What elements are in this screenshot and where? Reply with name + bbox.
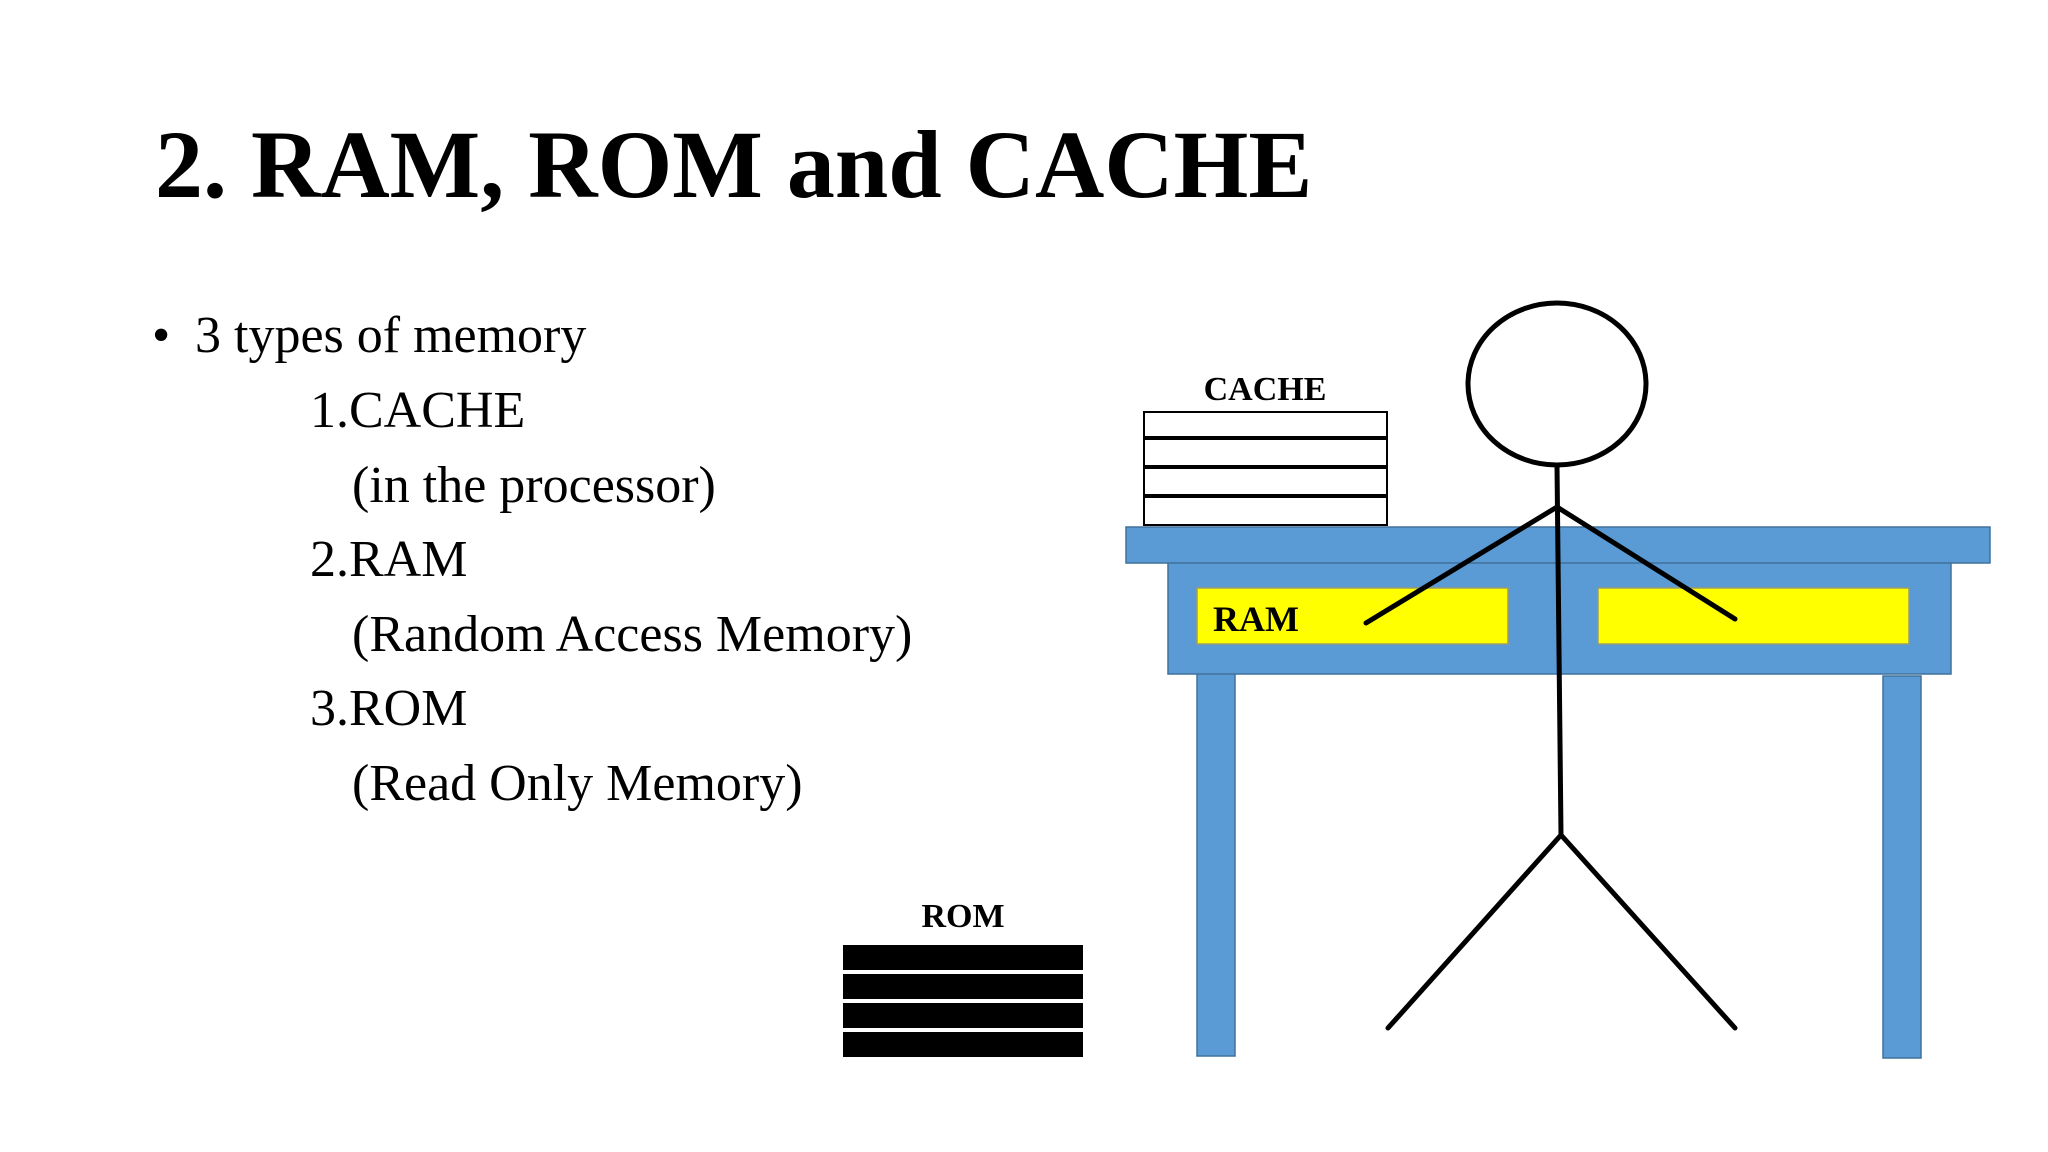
rom-book <box>843 1003 1083 1028</box>
desk: RAM <box>1125 526 1991 1059</box>
desk-leg-right <box>1882 675 1922 1059</box>
stick-figure-left-leg <box>1385 832 1564 1031</box>
item-cache-note: (in the processor) <box>352 457 716 514</box>
cache-book <box>1143 411 1388 438</box>
item-rom-name: 3.ROM <box>310 680 468 737</box>
rom-book <box>843 945 1083 970</box>
cache-book <box>1143 496 1388 526</box>
ram-drawer-left <box>1196 587 1509 645</box>
rom-book <box>843 1032 1083 1057</box>
rom-book <box>843 974 1083 999</box>
rom-label: ROM <box>921 898 1004 935</box>
cache-label: CACHE <box>1204 371 1327 408</box>
bullet-text: 3 types of memory <box>195 307 587 364</box>
cache-stack: CACHE <box>1143 371 1388 526</box>
rom-stack: ROM <box>843 898 1083 1057</box>
ram-drawer-right <box>1597 587 1910 645</box>
cache-book <box>1143 467 1388 496</box>
stick-figure-body <box>1554 462 1564 838</box>
stick-figure-right-arm <box>1554 504 1738 622</box>
stick-figure-head <box>1465 300 1649 468</box>
desk-leg-left <box>1196 672 1236 1057</box>
cache-book <box>1143 438 1388 467</box>
slide-title: 2. RAM, ROM and CACHE <box>155 111 1313 218</box>
ram-label: RAM <box>1213 599 1299 639</box>
item-rom-note: (Read Only Memory) <box>352 755 803 812</box>
item-cache-name: 1.CACHE <box>310 382 526 439</box>
stick-figure-right-leg <box>1558 832 1738 1031</box>
bullet-marker: • <box>152 307 171 364</box>
stick-figure <box>1363 300 1738 1031</box>
item-ram-name: 2.RAM <box>310 531 468 588</box>
stick-figure-left-arm <box>1363 504 1560 626</box>
item-ram-note: (Random Access Memory) <box>352 606 913 663</box>
